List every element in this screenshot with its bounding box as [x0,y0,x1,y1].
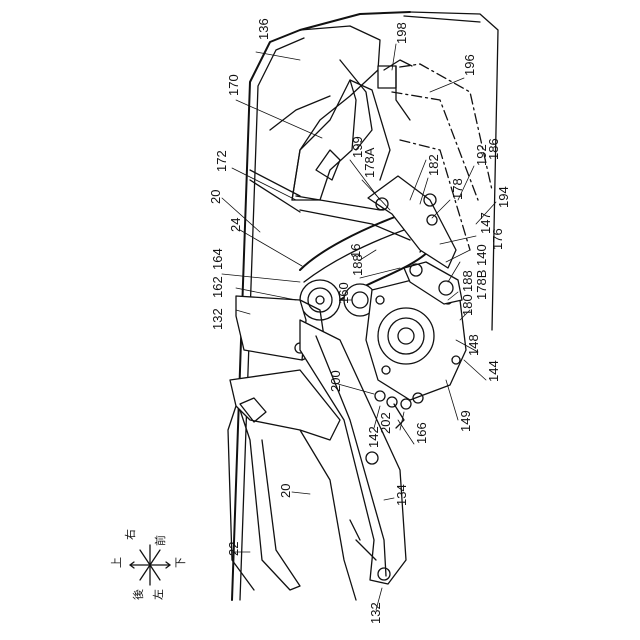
ref-24: 24 [228,218,243,232]
ref-200: 200 [328,370,343,392]
ref-140: 140 [474,244,489,266]
ref-142: 142 [366,426,381,448]
ref-176: 176 [490,228,505,250]
ref-134: 134 [394,484,409,506]
ref-178A: 178A [362,147,377,178]
ref-132-upper: 132 [210,308,225,330]
ref-20-upper: 20 [208,190,223,204]
ref-162: 162 [210,276,225,298]
ref-20-lower: 20 [278,484,293,498]
ref-180: 180 [460,294,475,316]
ref-166: 166 [414,422,429,444]
dir-up: 上 [110,557,123,568]
dir-left: 左 [152,589,165,600]
ref-148: 148 [466,334,481,356]
dir-down: 下 [174,557,187,568]
dir-right: 右 [123,529,137,540]
ref-160: 160 [336,282,351,304]
ref-144: 144 [486,360,501,382]
ref-132-lower: 132 [368,602,383,624]
ref-182: 182 [426,154,441,176]
part-198 [378,60,412,120]
ref-196: 196 [462,54,477,76]
ref-172: 172 [214,150,229,172]
ref-22: 22 [226,542,241,556]
ref-194: 194 [496,186,511,208]
ref-149: 149 [458,410,473,432]
ref-170: 170 [226,74,241,96]
ref-192: 192 [474,144,489,166]
ref-178: 178 [450,178,465,200]
dir-rear: 後 [131,589,145,600]
dir-front: 前 [153,535,167,546]
ref-188-upper: 188 [350,254,365,276]
ref-178B: 178B [474,270,489,300]
direction-indicator: 上 下 前 右 後 左 [110,529,187,600]
ref-136: 136 [256,18,271,40]
ref-164: 164 [210,248,225,270]
ref-198: 198 [394,22,409,44]
ref-188-lower: 188 [460,270,475,292]
